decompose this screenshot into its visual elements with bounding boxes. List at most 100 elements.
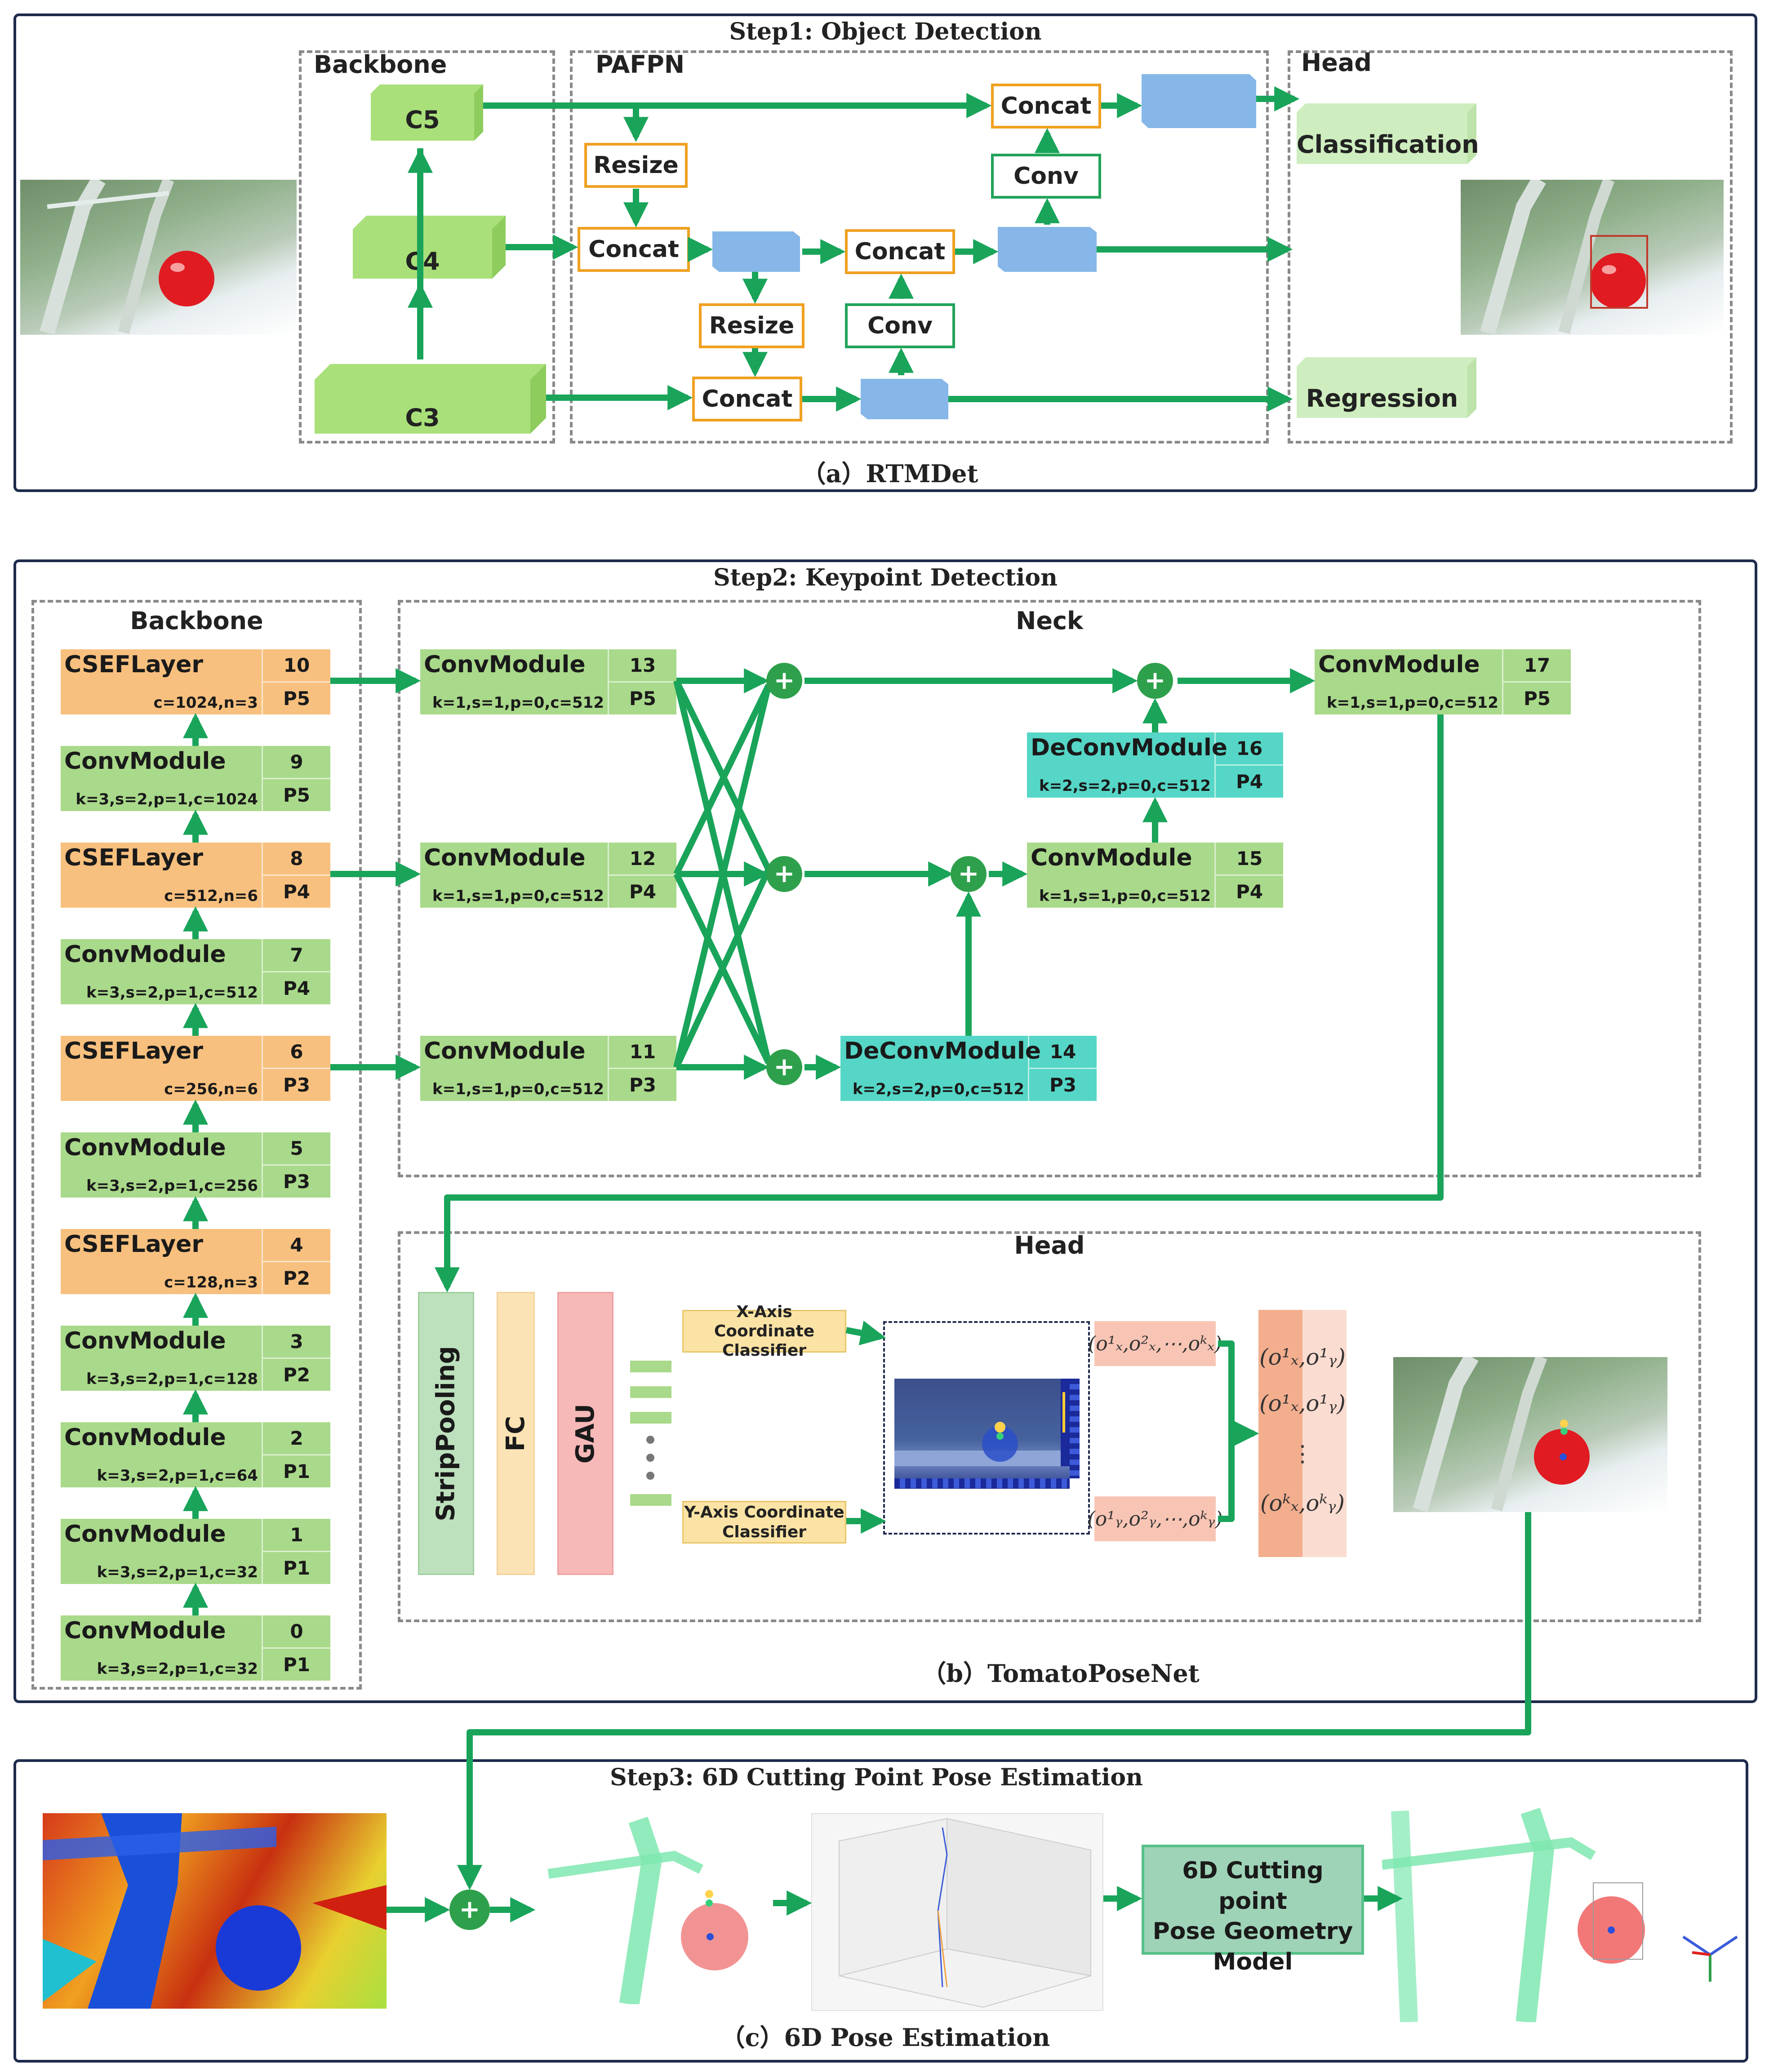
layer-level: P4 bbox=[283, 977, 310, 999]
step2-backbone-label: Backbone bbox=[130, 607, 263, 635]
layer-index: 1 bbox=[263, 1519, 330, 1552]
layer-params: k=3,s=2,p=1,c=32 bbox=[97, 1660, 258, 1678]
gau-bar: GAU bbox=[557, 1292, 613, 1575]
pose-axes-icon bbox=[1682, 1935, 1738, 1982]
layer-params: c=128,n=3 bbox=[164, 1273, 258, 1291]
heatmap-visualization bbox=[894, 1379, 1070, 1489]
coord-2: (o¹ₓ,o¹ᵧ) bbox=[1259, 1390, 1346, 1416]
keypoint-result-image bbox=[1393, 1357, 1667, 1512]
heatmap-x-strip bbox=[894, 1478, 1070, 1488]
c3-block bbox=[315, 364, 546, 434]
module-params: k=1,s=1,p=0,c=512 bbox=[432, 694, 604, 712]
layer-level: P5 bbox=[283, 784, 310, 806]
layer-params: k=3,s=2,p=1,c=512 bbox=[86, 984, 258, 1002]
detected-tomato-image bbox=[1461, 180, 1724, 335]
module-name: ConvModule bbox=[424, 651, 586, 678]
module-level: P3 bbox=[1049, 1074, 1076, 1096]
layer-index: 9 bbox=[263, 746, 330, 779]
module-index: 16 bbox=[1216, 732, 1283, 766]
layer-index: 5 bbox=[263, 1132, 330, 1166]
regression-block bbox=[1297, 357, 1476, 418]
layer-index: 0 bbox=[263, 1615, 330, 1649]
token-dot-1 bbox=[646, 1436, 654, 1444]
layer-params: c=512,n=6 bbox=[164, 887, 258, 905]
layer-index: 4 bbox=[263, 1229, 330, 1262]
module-index: 13 bbox=[609, 649, 676, 683]
coord-k: (oᵏₓ,oᵏᵧ) bbox=[1260, 1490, 1345, 1516]
token-dot-3 bbox=[646, 1472, 654, 1480]
layer-level: P2 bbox=[283, 1364, 310, 1386]
feature-map-bottom bbox=[861, 379, 948, 419]
layer-level: P3 bbox=[283, 1171, 310, 1193]
feature-map-mid-left bbox=[712, 231, 800, 272]
step3-caption: （c）6D Pose Estimation bbox=[720, 2023, 1050, 2052]
strip-pooling-bar: StripPooling bbox=[418, 1292, 474, 1575]
module-name: ConvModule bbox=[1031, 844, 1192, 871]
fc-bar: FC bbox=[497, 1292, 535, 1575]
layer-name: ConvModule bbox=[64, 1327, 226, 1354]
feature-map-mid-right bbox=[998, 227, 1097, 272]
module-params: k=1,s=1,p=0,c=512 bbox=[432, 1080, 604, 1098]
x-sequence-box: (o¹ₓ,o²ₓ,⋯,oᵏₓ) bbox=[1088, 1321, 1222, 1366]
depth-map-image bbox=[43, 1813, 387, 2009]
module-level: P3 bbox=[629, 1074, 656, 1096]
layer-index: 2 bbox=[263, 1422, 330, 1455]
module-name: ConvModule bbox=[424, 844, 586, 871]
regression-label: Regression bbox=[1306, 384, 1458, 413]
concat-box-bottom: Concat bbox=[692, 377, 802, 421]
module-level: P4 bbox=[629, 881, 656, 903]
layer-level: P5 bbox=[283, 688, 310, 710]
coord-ellipsis: ⋮ bbox=[1291, 1441, 1314, 1467]
step2-title: Step2: Keypoint Detection bbox=[713, 564, 1058, 591]
module-name: DeConvModule bbox=[1031, 734, 1228, 761]
step2-caption: （b）TomatoPoseNet bbox=[922, 1659, 1200, 1688]
neck-label: Neck bbox=[1016, 607, 1083, 635]
layer-index: 10 bbox=[263, 649, 330, 683]
step1-panel bbox=[13, 13, 1757, 492]
layer-level: P4 bbox=[283, 881, 310, 903]
layer-name: CSEFLayer bbox=[64, 1038, 204, 1065]
layer-level: P1 bbox=[283, 1460, 310, 1482]
module-params: k=1,s=1,p=0,c=512 bbox=[432, 887, 604, 905]
step3-title: Step3: 6D Cutting Point Pose Estimation bbox=[610, 1764, 1143, 1791]
layer-index: 6 bbox=[263, 1036, 330, 1069]
layer-params: c=256,n=6 bbox=[164, 1080, 258, 1098]
module-name: DeConvModule bbox=[844, 1038, 1041, 1065]
heatmap-frame bbox=[883, 1321, 1090, 1535]
step1-pafpn-label: PAFPN bbox=[596, 50, 685, 79]
geometry-model-box bbox=[1142, 1845, 1364, 1955]
layer-index: 8 bbox=[263, 843, 330, 876]
module-name: ConvModule bbox=[1318, 651, 1480, 678]
layer-name: ConvModule bbox=[64, 1424, 226, 1451]
layer-level: P1 bbox=[283, 1557, 310, 1579]
c5-label: C5 bbox=[405, 106, 440, 134]
module-level: P5 bbox=[629, 688, 656, 710]
layer-index: 3 bbox=[263, 1326, 330, 1359]
module-params: k=1,s=1,p=0,c=512 bbox=[1327, 694, 1498, 712]
c5-block bbox=[371, 84, 483, 141]
pose-result-point-cloud bbox=[1382, 1806, 1647, 2022]
neck-add-node-p3-left: + bbox=[766, 1049, 802, 1085]
heatmap-y-strip bbox=[1070, 1379, 1080, 1478]
c3-label: C3 bbox=[405, 404, 440, 432]
feature-map-top bbox=[1142, 74, 1256, 128]
conv-box-upper: Conv bbox=[991, 154, 1101, 199]
layer-index: 7 bbox=[263, 939, 330, 972]
layer-name: ConvModule bbox=[64, 748, 226, 775]
layer-name: CSEFLayer bbox=[64, 1231, 204, 1258]
concat-box-top: Concat bbox=[991, 84, 1101, 129]
neck-add-node-p4-right: + bbox=[951, 856, 987, 892]
